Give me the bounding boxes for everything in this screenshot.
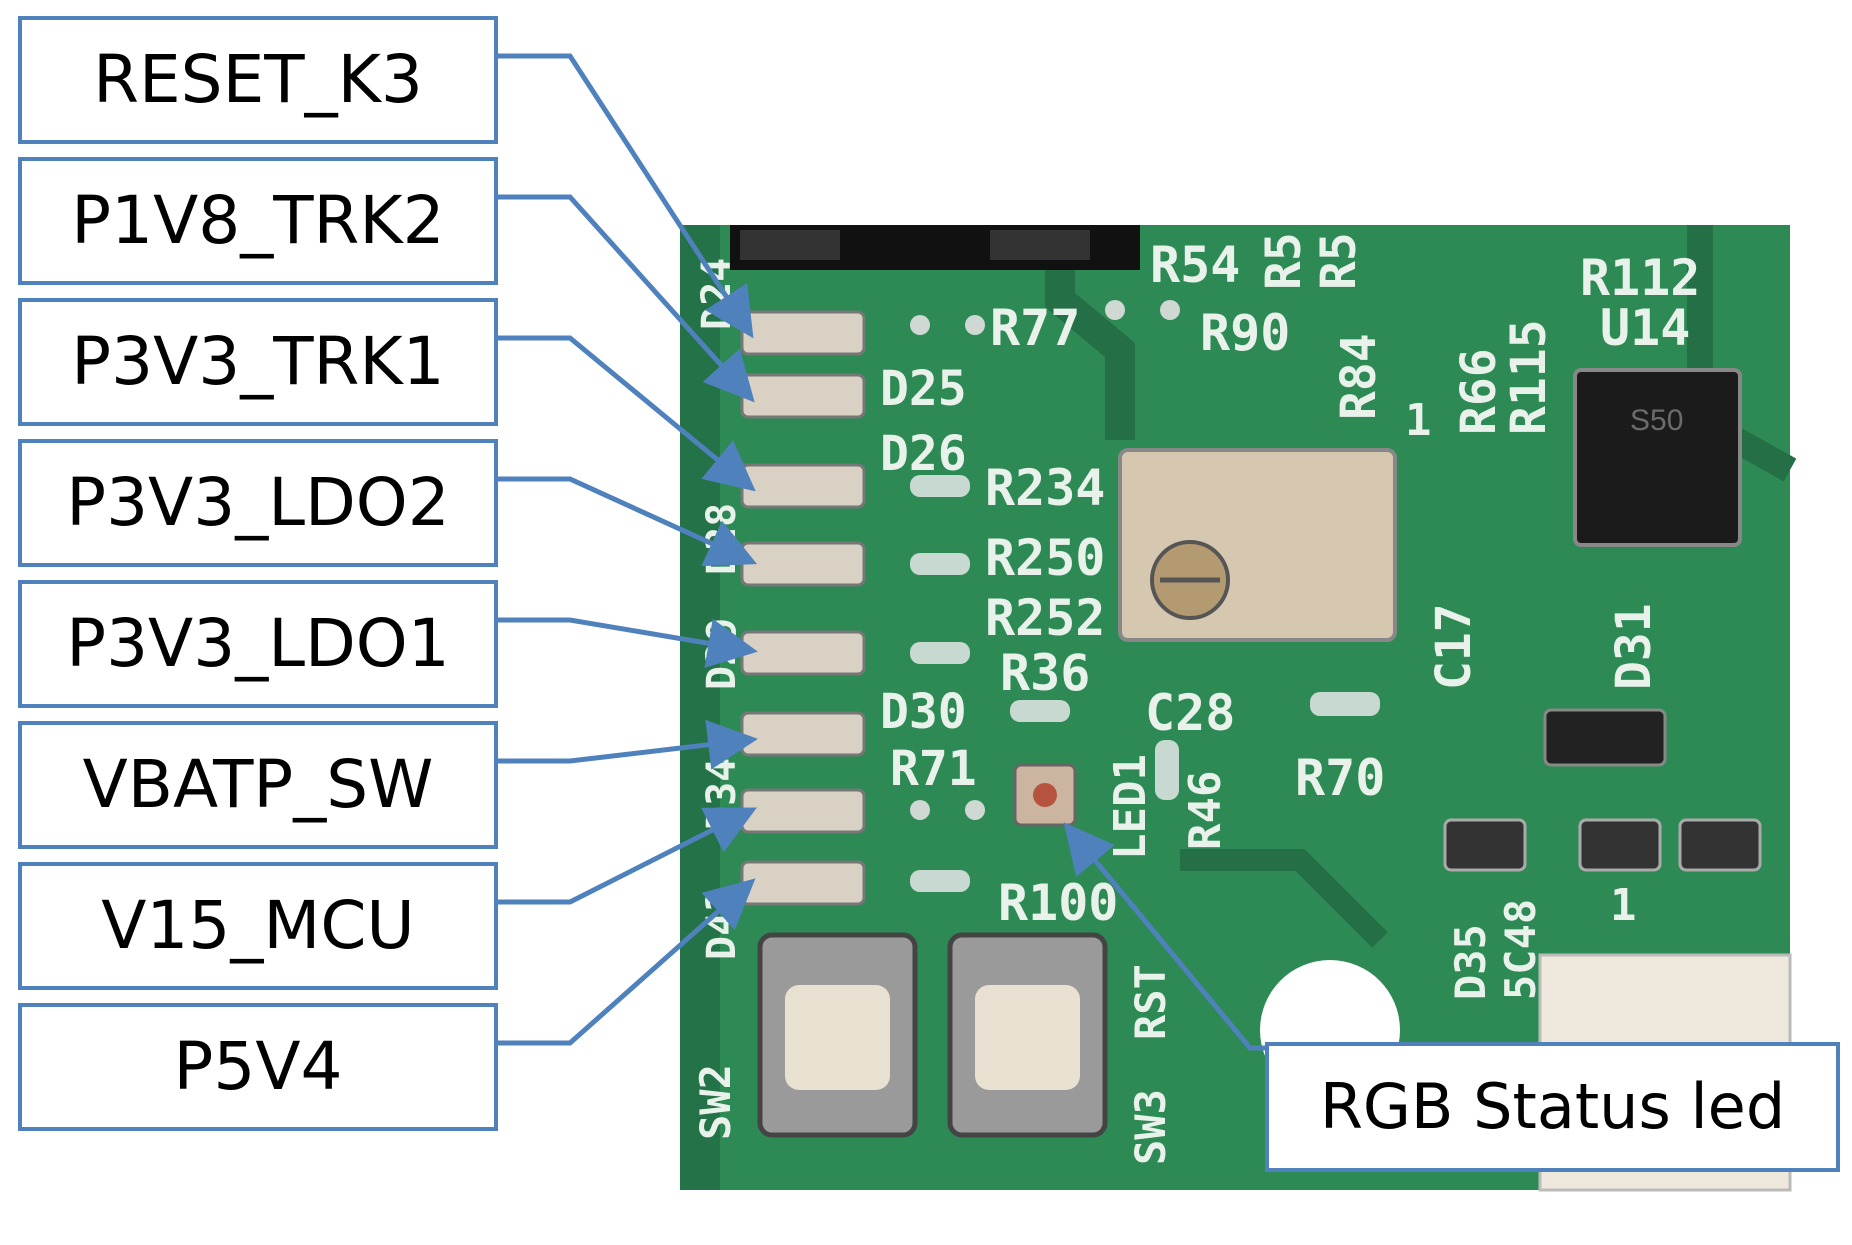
silk-d35: D35 <box>1446 924 1495 1000</box>
silk-c28: C28 <box>1145 684 1235 742</box>
connector-reset-k3 <box>496 53 754 339</box>
silk-r66: R66 <box>1451 348 1507 435</box>
silk-r115: R115 <box>1501 319 1557 435</box>
connector-v15-mcu <box>496 807 757 905</box>
led-d26 <box>740 463 866 509</box>
resistor <box>1155 740 1179 800</box>
label-p5v4: P5V4 <box>18 1003 498 1131</box>
component <box>1543 708 1667 767</box>
resistor <box>910 870 970 892</box>
silk-d31: D31 <box>1606 603 1662 690</box>
rgb-led-die <box>1033 783 1057 807</box>
pad <box>910 800 930 820</box>
pad <box>1105 300 1125 320</box>
led-d25 <box>740 373 866 419</box>
resistors <box>910 300 1380 892</box>
resistor <box>1310 692 1380 716</box>
led-d34 <box>740 788 866 834</box>
component <box>1678 818 1762 872</box>
silk-r84: R84 <box>1331 333 1387 420</box>
silk-r54: R54 <box>1150 236 1240 294</box>
chip-u14 <box>1573 368 1742 547</box>
component <box>1443 818 1527 872</box>
silk-d30: D30 <box>880 684 967 740</box>
trimmer-pot <box>1118 448 1397 642</box>
chip-marking: S50 <box>1630 404 1683 437</box>
silk-r46: R46 <box>1180 771 1231 850</box>
silk-r5b: R5 <box>1311 232 1367 290</box>
resistor <box>1010 700 1070 722</box>
silk-r36: R36 <box>1000 644 1090 702</box>
resistor <box>910 642 970 664</box>
resistor <box>910 553 970 575</box>
label-p3v3-ldo1: P3V3_LDO1 <box>18 580 498 708</box>
switch-sw2-cap <box>785 985 890 1090</box>
silk-sw3: SW3 <box>1126 1089 1175 1165</box>
pad <box>965 800 985 820</box>
silk-rst: RST <box>1126 964 1175 1040</box>
silk-r112: R112 <box>1580 249 1700 307</box>
silk-r234: R234 <box>985 459 1105 517</box>
led-d28 <box>740 541 866 587</box>
silk-sw2: SW2 <box>691 1064 740 1140</box>
silk-d25: D25 <box>880 361 967 417</box>
led-d30 <box>740 711 866 757</box>
label-reset-k3: RESET_K3 <box>18 16 498 144</box>
silk-r71: R71 <box>890 741 977 797</box>
connector-p3v3-ldo2 <box>496 476 758 567</box>
label-p3v3-trk1: P3V3_TRK1 <box>18 298 498 426</box>
silk-r252: R252 <box>985 589 1105 647</box>
pad <box>910 315 930 335</box>
silk-led1: LED1 <box>1105 754 1156 860</box>
silk-c48: 5C48 <box>1496 899 1545 1000</box>
connector-vbatp-sw <box>496 719 758 770</box>
connector-p3v3-trk1 <box>496 335 756 492</box>
pad <box>1160 300 1180 320</box>
resistor <box>910 475 970 497</box>
connector-rgb <box>1063 822 1270 1051</box>
led-d43 <box>740 860 866 906</box>
connector-p1v8-trk2 <box>496 194 755 403</box>
silk-d29: D29 <box>699 618 745 690</box>
silk-u14: U14 <box>1600 299 1690 357</box>
connector-p3v3-ldo1 <box>496 617 758 669</box>
led-d29 <box>740 630 866 676</box>
silk-r77: R77 <box>990 299 1080 357</box>
silk-r250: R250 <box>985 529 1105 587</box>
silk-r100: R100 <box>998 874 1118 932</box>
connector-lines <box>496 53 1270 1051</box>
led-d24 <box>740 310 866 356</box>
silk-one-b: 1 <box>1610 880 1637 931</box>
silk-c17: C17 <box>1426 603 1482 690</box>
label-rgb-status-led: RGB Status led <box>1265 1042 1840 1172</box>
pad <box>965 315 985 335</box>
pcb-trace <box>1180 849 1388 948</box>
label-p1v8-trk2: P1V8_TRK2 <box>18 157 498 285</box>
switch-sw3-cap <box>975 985 1080 1090</box>
pcb-shadow <box>680 225 720 1190</box>
top-connector-slot <box>990 230 1090 260</box>
label-vbatp-sw: VBATP_SW <box>18 721 498 849</box>
silk-r70: R70 <box>1295 749 1385 807</box>
silk-d26: D26 <box>880 426 967 482</box>
label-p3v3-ldo2: P3V3_LDO2 <box>18 439 498 567</box>
silk-one-a: 1 <box>1405 395 1432 446</box>
label-v15-mcu: V15_MCU <box>18 862 498 990</box>
component <box>1578 818 1662 872</box>
top-connector-slot <box>740 230 840 260</box>
silk-r5a: R5 <box>1256 232 1312 290</box>
connector-p5v4 <box>496 878 756 1046</box>
silk-d24: D24 <box>694 258 740 330</box>
silk-r90: R90 <box>1200 304 1290 362</box>
